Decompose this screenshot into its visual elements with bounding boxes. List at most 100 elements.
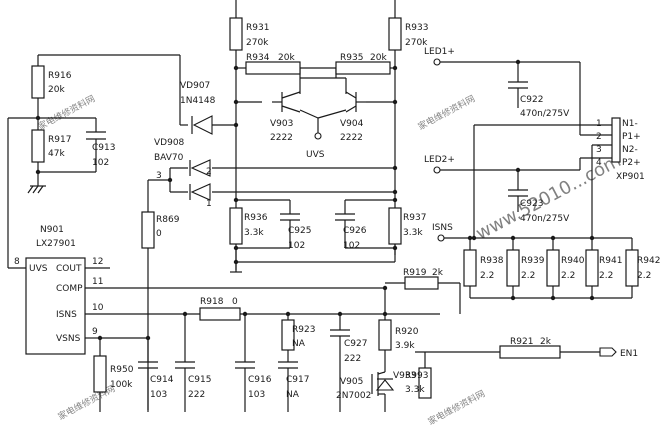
resistor-R869: R869 0	[141, 211, 180, 249]
offpage-en1: EN1	[599, 347, 638, 359]
ic-N901: N901 LX27901 UVS 8 COUT 12 COMP 11 ISNS …	[14, 225, 104, 355]
R993-value: 3.3k	[405, 385, 425, 395]
V904-ref: V904	[340, 119, 364, 129]
R935-value: 20k	[370, 53, 387, 63]
R869-value: 0	[156, 229, 162, 239]
R916-ref: R916	[48, 71, 72, 81]
xp901-pin3-name: N2-	[622, 145, 638, 155]
VD908-pin3: 3	[156, 171, 162, 181]
C915-value: 222	[188, 390, 205, 400]
resistor-R917: R917 47k	[31, 129, 71, 163]
V905-ref: V905	[340, 377, 363, 387]
mosfet-V905: V905 2N7002	[336, 371, 386, 401]
resistor-R941: R941 2.2	[585, 249, 622, 287]
C927-ref: C927	[344, 339, 367, 349]
isns-label: ISNS	[432, 223, 453, 233]
C927-value: 222	[344, 354, 361, 364]
C914-value: 103	[150, 390, 167, 400]
R933-value: 270k	[405, 38, 428, 48]
resistor-R939: R939 2.2	[506, 249, 545, 287]
R920-ref: R920	[395, 327, 419, 337]
connector-XP901: N1- P1+ N2- P2+ 1 2 3 4 XP901	[596, 117, 645, 182]
C925-value: 102	[288, 241, 305, 251]
resistor-R950: R950 100k	[93, 355, 134, 393]
capacitor-C923: C923 470n/275V	[508, 189, 570, 224]
R920-value: 3.9k	[395, 341, 415, 351]
R941-value: 2.2	[599, 271, 613, 281]
R938-ref: R938	[480, 256, 504, 266]
VD908-value: BAV70	[154, 153, 184, 163]
C915-ref: C915	[188, 375, 211, 385]
resistor-R940: R940 2.2	[546, 249, 585, 287]
R931-ref: R931	[246, 23, 269, 33]
ic-pin-isns-name: ISNS	[56, 310, 77, 320]
capacitor-C926: C926 102	[335, 213, 367, 251]
VD908-pin1: 1	[206, 199, 212, 209]
R923-value: NA	[292, 339, 306, 349]
en1-label: EN1	[620, 349, 638, 359]
xp901-pin1-num: 1	[596, 119, 602, 129]
R937-ref: R937	[403, 213, 426, 223]
C917-value: NA	[286, 390, 300, 400]
R941-ref: R941	[599, 256, 622, 266]
resistor-R919: R919 2k	[403, 268, 444, 290]
R919-ref: R919	[403, 268, 427, 278]
uvs-label: UVS	[306, 150, 325, 160]
resistor-R935: R935 20k	[335, 53, 391, 75]
xp901-pin3-num: 3	[596, 145, 602, 155]
C917-ref: C917	[286, 375, 309, 385]
watermark-text-1: 家电维修资料网	[36, 92, 97, 132]
watermark-text-2: 家电维修资料网	[56, 382, 117, 422]
R950-value: 100k	[110, 380, 133, 390]
ic-pin-comp-name: COMP	[56, 284, 83, 294]
R936-value: 3.3k	[244, 228, 264, 238]
zener-V933: V933	[375, 371, 416, 391]
R918-ref: R918	[200, 297, 224, 307]
diode-VD907: VD907 1N4148	[180, 81, 216, 135]
R938-value: 2.2	[480, 271, 494, 281]
resistor-R936: R936 3.3k	[229, 207, 268, 245]
resistor-R916: R916 20k	[31, 65, 72, 99]
VD907-ref: VD907	[180, 81, 210, 91]
R917-ref: R917	[48, 135, 71, 145]
R933-ref: R933	[405, 23, 428, 33]
capacitor-C914: C914 103	[138, 361, 174, 400]
R869-ref: R869	[156, 215, 180, 225]
resistor-R942: R942 2.2	[625, 249, 660, 287]
ic-pin-uvs-num: 8	[14, 257, 20, 267]
R931-value: 270k	[246, 38, 269, 48]
resistor-R933: R933 270k	[388, 17, 428, 51]
C923-value: 470n/275V	[520, 214, 570, 224]
C913-value: 102	[92, 158, 109, 168]
C916-ref: C916	[248, 375, 272, 385]
xp901-pin4-num: 4	[596, 158, 602, 168]
R921-value: 2k	[540, 337, 552, 347]
V933-ref: V933	[393, 371, 416, 381]
rail-labels: LED1+ LED2+ ISNS	[424, 47, 455, 242]
resistor-R921: R921 2k	[499, 337, 561, 359]
R939-ref: R939	[521, 256, 545, 266]
resistor-R993: R993 3.3k	[405, 367, 432, 399]
ic-pin-isns-num: 10	[92, 303, 104, 313]
C916-value: 103	[248, 390, 265, 400]
led1-label: LED1+	[424, 47, 455, 57]
R918-value: 0	[232, 297, 238, 307]
wires	[7, 0, 633, 412]
resistor-R937: R937 3.3k	[388, 207, 426, 245]
transistor-V904: V904 2222	[340, 91, 364, 143]
watermark-text-3: 家电维修资料网	[416, 92, 477, 132]
C914-ref: C914	[150, 375, 174, 385]
ic-pin-vsns-name: VSNS	[56, 334, 81, 344]
R917-value: 47k	[48, 149, 65, 159]
C926-value: 102	[343, 241, 360, 251]
R950-ref: R950	[110, 365, 134, 375]
resistor-R920: R920 3.9k	[378, 319, 419, 351]
R934-ref: R934	[246, 53, 270, 63]
R935-ref: R935	[340, 53, 363, 63]
uvs-test-point: UVS	[306, 132, 325, 160]
capacitor-C917: C917 NA	[278, 361, 309, 400]
capacitor-C922: C922 470n/275V	[508, 81, 570, 119]
resistor-R918: R918 0	[199, 297, 241, 321]
xp901-pin4-name: P2+	[622, 158, 641, 168]
R921-ref: R921	[510, 337, 533, 347]
